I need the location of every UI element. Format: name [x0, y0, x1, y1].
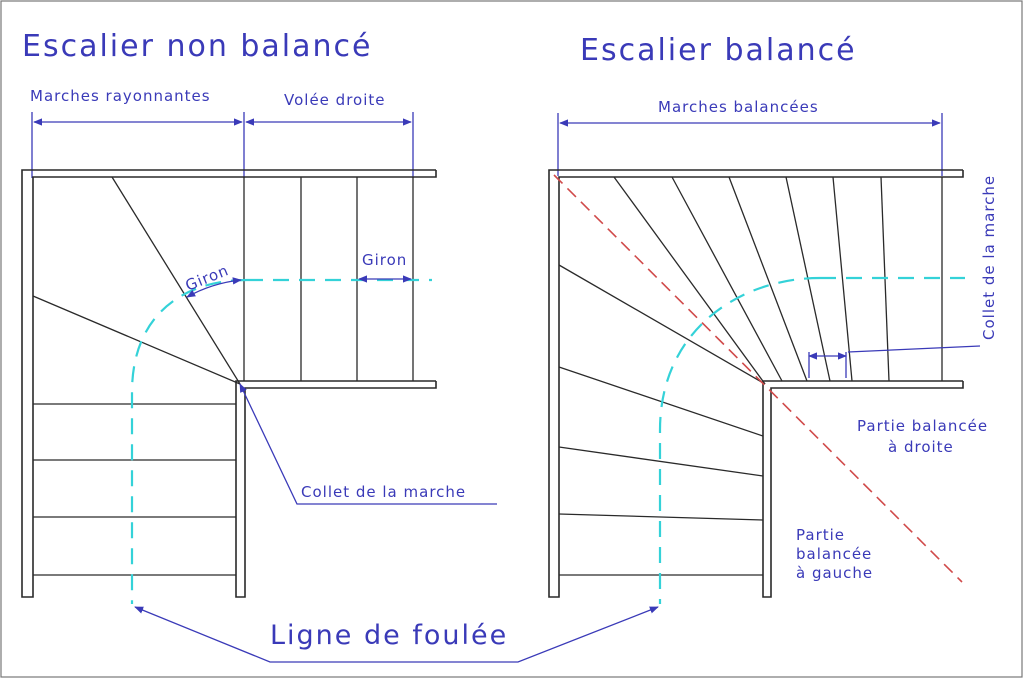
partie-droite-line2: à droite: [888, 438, 954, 456]
left-treads: [32, 176, 414, 576]
right-collet-label: Collet de la marche: [980, 175, 998, 340]
giron-curve-label: Giron: [183, 261, 232, 295]
dim-label-marches-balancees: Marches balancées: [658, 98, 819, 116]
right-walking-line: [658, 276, 965, 604]
left-walls: [21, 169, 437, 598]
dim-label-marches-rayonnantes: Marches rayonnantes: [30, 87, 211, 105]
left-collet-label: Collet de la marche: [301, 483, 466, 501]
ligne-foulee-callout: Ligne de foulée: [134, 606, 659, 663]
right-title: Escalier balancé: [580, 33, 857, 68]
partie-gauche-line3: à gauche: [796, 564, 873, 582]
right-walls: [548, 169, 964, 598]
partie-droite-line1: Partie balancée: [857, 417, 988, 435]
ligne-foulee-label: Ligne de foulée: [270, 620, 508, 651]
partie-gauche-line1: Partie: [796, 526, 845, 544]
dim-label-volee-droite: Volée droite: [284, 91, 385, 109]
left-title: Escalier non balancé: [22, 29, 373, 64]
left-dimensions: [31, 112, 414, 178]
left-walking-line: [130, 278, 432, 604]
right-dimensions: [557, 113, 943, 176]
partie-gauche-line2: balancée: [796, 545, 872, 563]
balance-diagonal: [553, 174, 963, 583]
giron-straight-label: Giron: [362, 251, 407, 269]
left-stair: Escalier non balancé Marches rayonnantes…: [21, 29, 497, 604]
right-stair: Escalier balancé Marches balancées: [548, 33, 998, 604]
